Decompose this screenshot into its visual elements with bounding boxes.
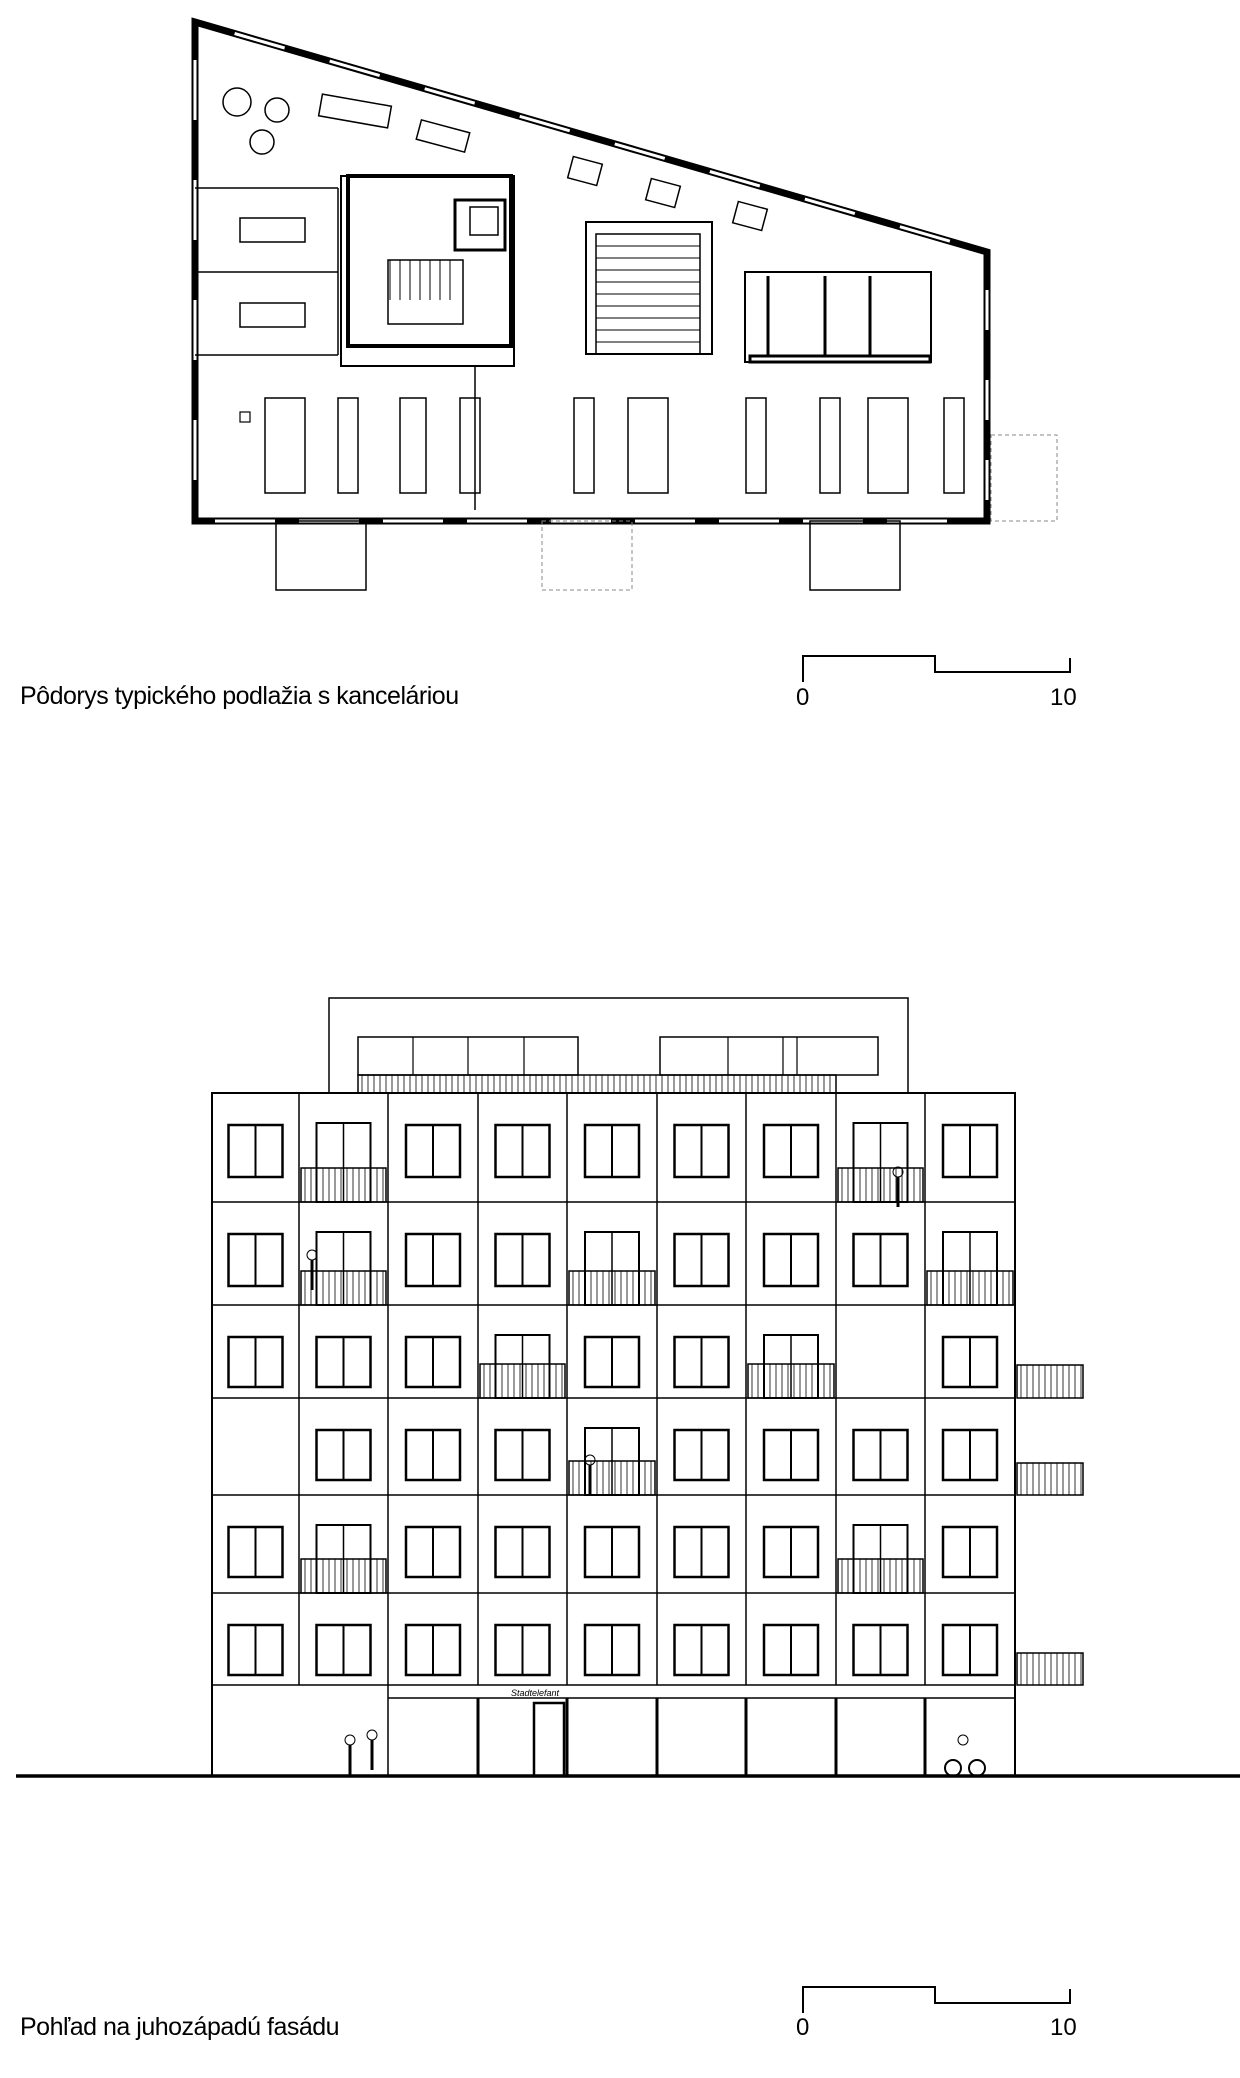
balcony-railing [479,1363,566,1399]
person-figure-head [584,1454,596,1466]
plan-elevator [453,198,507,252]
balcony-railing [747,1363,835,1399]
plan-stair-block [585,221,713,355]
plan-round-table [249,129,275,155]
plan-round-table [264,97,290,123]
plan-elevator-car [469,206,499,236]
elevation-caption: Pohľad na juhozápadú fasádu [20,2013,340,2041]
plan-window [329,59,381,78]
plan-balcony-dashed [990,434,1058,522]
plan-table [644,177,682,209]
plan-table [731,200,769,232]
plan-window [614,142,666,160]
plan-desk [337,397,359,494]
plan-desk [745,397,767,494]
balcony-railing [568,1270,656,1306]
building-outline [211,1092,1016,1777]
plan-scale-start: 0 [796,684,810,711]
plan-core [340,175,515,367]
plan-scale-end: 10 [1050,684,1077,711]
plan-window [804,197,856,216]
plan-chair [239,411,251,423]
plan-wc-block [744,271,932,363]
side-balcony [1016,1364,1084,1399]
plan-balcony-dashed [541,520,633,591]
plan-desk [943,397,965,494]
plan-desk [627,397,669,494]
plan-balcony [809,520,901,591]
plan-desk [819,397,841,494]
plan-round-table [222,87,252,117]
side-balcony [1016,1462,1084,1496]
plan-window [709,170,761,188]
balcony-railing [837,1558,924,1594]
plan-meeting-table [239,217,306,243]
scale-bar [802,1986,1071,2013]
plan-meeting-table [239,302,306,328]
shop-door [532,1701,566,1778]
shop-sign: Stadtelefant [511,1688,560,1698]
plan-desk [867,397,909,494]
plan-window [519,114,571,133]
plan-desk [573,397,595,494]
bicycle-wheel [968,1759,986,1777]
plan-stair [387,259,464,325]
elevation-scale-start: 0 [796,2014,810,2041]
balcony-railing [837,1167,924,1203]
plan-wc-base [748,354,932,364]
plan-balcony [275,520,367,591]
balcony-railing [300,1167,387,1203]
plan-desk [399,397,427,494]
person-figure-head [344,1734,356,1746]
plan-window [899,225,951,243]
penthouse-window-group [659,1036,879,1076]
cyclist-head [957,1734,969,1746]
side-balcony [1016,1652,1084,1686]
plan-window [424,87,476,105]
balcony-railing [300,1270,387,1306]
plan-core-inner [346,174,513,348]
plan-table [566,155,604,187]
elevation-scale-end: 10 [1050,2014,1077,2041]
plan-table [317,93,393,129]
plan-desk [459,397,481,494]
balcony-railing [300,1558,387,1594]
plan-window [234,32,286,50]
person-figure-head [366,1729,378,1741]
balcony-railing [568,1460,656,1496]
plan-table [415,118,471,154]
scale-bar [802,655,1071,682]
plan-caption: Pôdorys typického podlažia s kanceláriou [20,682,459,710]
balcony-railing [926,1270,1014,1306]
bicycle-wheel [944,1759,962,1777]
plan-desk [264,397,306,494]
